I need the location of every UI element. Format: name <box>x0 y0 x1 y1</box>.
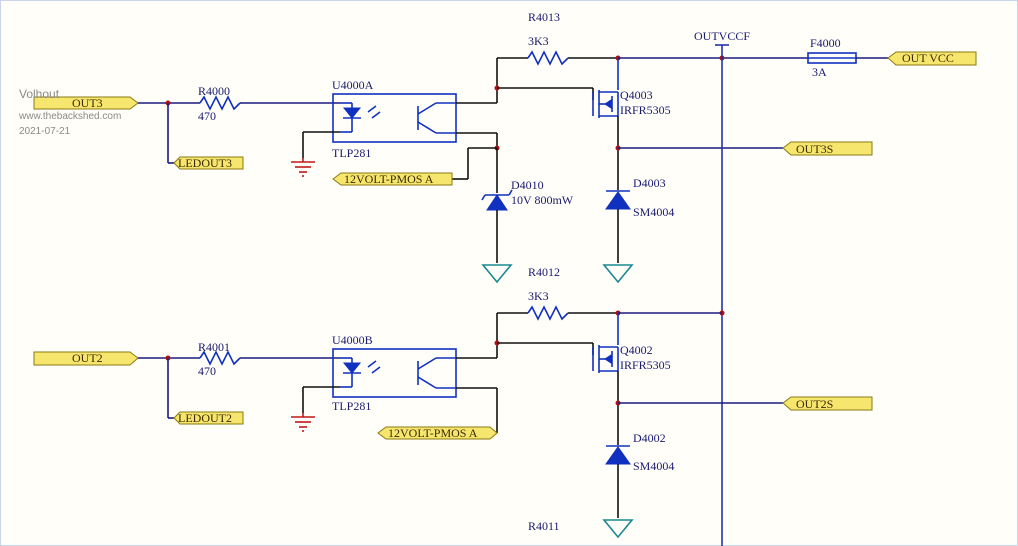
watermark-site: www.thebackshed.com <box>18 111 121 122</box>
svg-text:U4000B: U4000B <box>332 333 373 347</box>
svg-text:TLP281: TLP281 <box>332 146 371 160</box>
resistor-r4012: R4012 3K3 <box>527 265 569 321</box>
svg-text:3A: 3A <box>812 65 827 79</box>
svg-text:12VOLT-PMOS A: 12VOLT-PMOS A <box>388 426 478 440</box>
port-12volt-pmos-a-bottom[interactable]: 12VOLT-PMOS A <box>377 426 498 440</box>
ground-symbol <box>602 264 634 284</box>
svg-text:SM4004: SM4004 <box>633 459 674 473</box>
svg-text:OUT2: OUT2 <box>72 351 103 365</box>
ground-symbol <box>291 413 315 432</box>
svg-text:F4000: F4000 <box>810 36 841 50</box>
watermark: Volhout www.thebackshed.com 2021-07-21 <box>18 87 121 137</box>
port-out3s[interactable]: OUT3S <box>782 141 873 156</box>
port-out-vcc[interactable]: OUT VCC <box>887 51 977 66</box>
fuse-f4000: F4000 3A <box>807 36 857 79</box>
svg-text:R4000: R4000 <box>198 84 230 98</box>
svg-text:OUT3: OUT3 <box>72 96 103 110</box>
svg-text:470: 470 <box>198 364 216 378</box>
diode-d4003: D4003 SM4004 <box>605 176 674 219</box>
svg-text:IRFR5305: IRFR5305 <box>620 358 671 372</box>
svg-text:SM4004: SM4004 <box>633 205 674 219</box>
watermark-date: 2021-07-21 <box>19 126 71 137</box>
svg-text:D4003: D4003 <box>633 176 666 190</box>
pmos-transistor-q4003: Q4003 IRFR5305 <box>592 58 671 118</box>
zener-diode-d4010: D4010 10V 800mW <box>481 178 574 211</box>
optocoupler-u4000a: U4000A TLP281 <box>332 78 457 160</box>
ground-symbol <box>291 158 315 177</box>
outvccf-bus: OUTVCCF F4000 3A OUT VCC <box>618 29 977 546</box>
port-ledout3[interactable]: LEDOUT3 <box>173 156 244 170</box>
channel-out3: OUT3 LEDOUT3 R4000 470 <box>33 10 873 284</box>
resistor-r4001: R4001 470 <box>198 340 241 378</box>
svg-text:LEDOUT3: LEDOUT3 <box>178 156 232 170</box>
svg-text:R4013: R4013 <box>528 10 560 24</box>
resistor-r4011-label: R4011 <box>528 519 560 533</box>
port-out2[interactable]: OUT2 <box>33 351 139 366</box>
svg-text:OUT2S: OUT2S <box>796 397 833 411</box>
svg-text:LEDOUT2: LEDOUT2 <box>178 411 232 425</box>
svg-text:R4012: R4012 <box>528 265 560 279</box>
svg-text:OUT3S: OUT3S <box>796 142 833 156</box>
svg-text:470: 470 <box>198 109 216 123</box>
svg-text:OUT VCC: OUT VCC <box>902 51 954 65</box>
svg-text:3K3: 3K3 <box>528 289 549 303</box>
svg-text:3K3: 3K3 <box>528 34 549 48</box>
port-ledout2[interactable]: LEDOUT2 <box>173 411 244 425</box>
svg-text:R4001: R4001 <box>198 340 230 354</box>
svg-text:U4000A: U4000A <box>332 78 374 92</box>
port-12volt-pmos-a-top[interactable]: 12VOLT-PMOS A <box>332 172 453 186</box>
ground-symbol <box>481 264 513 284</box>
port-out2s[interactable]: OUT2S <box>782 396 873 411</box>
port-out3[interactable]: OUT3 <box>33 96 139 110</box>
svg-text:D4010: D4010 <box>511 178 544 192</box>
net-label-outvccf: OUTVCCF <box>694 29 750 43</box>
ground-symbol <box>602 519 634 539</box>
svg-text:IRFR5305: IRFR5305 <box>620 103 671 117</box>
svg-text:10V 800mW: 10V 800mW <box>511 193 574 207</box>
svg-text:12VOLT-PMOS A: 12VOLT-PMOS A <box>344 172 434 186</box>
optocoupler-u4000b: U4000B TLP281 <box>332 333 457 413</box>
pmos-transistor-q4002: Q4002 IRFR5305 <box>592 313 671 373</box>
svg-text:TLP281: TLP281 <box>332 399 371 413</box>
svg-text:Q4002: Q4002 <box>620 343 653 357</box>
diode-d4002: D4002 SM4004 <box>605 431 674 473</box>
watermark-author: Volhout <box>19 87 60 101</box>
channel-out2: OUT2 LEDOUT2 R4001 470 <box>33 265 873 539</box>
resistor-r4013: R4013 3K3 <box>527 10 569 66</box>
resistor-r4000: R4000 470 <box>198 84 241 123</box>
svg-text:D4002: D4002 <box>633 431 666 445</box>
svg-text:Q4003: Q4003 <box>620 88 653 102</box>
